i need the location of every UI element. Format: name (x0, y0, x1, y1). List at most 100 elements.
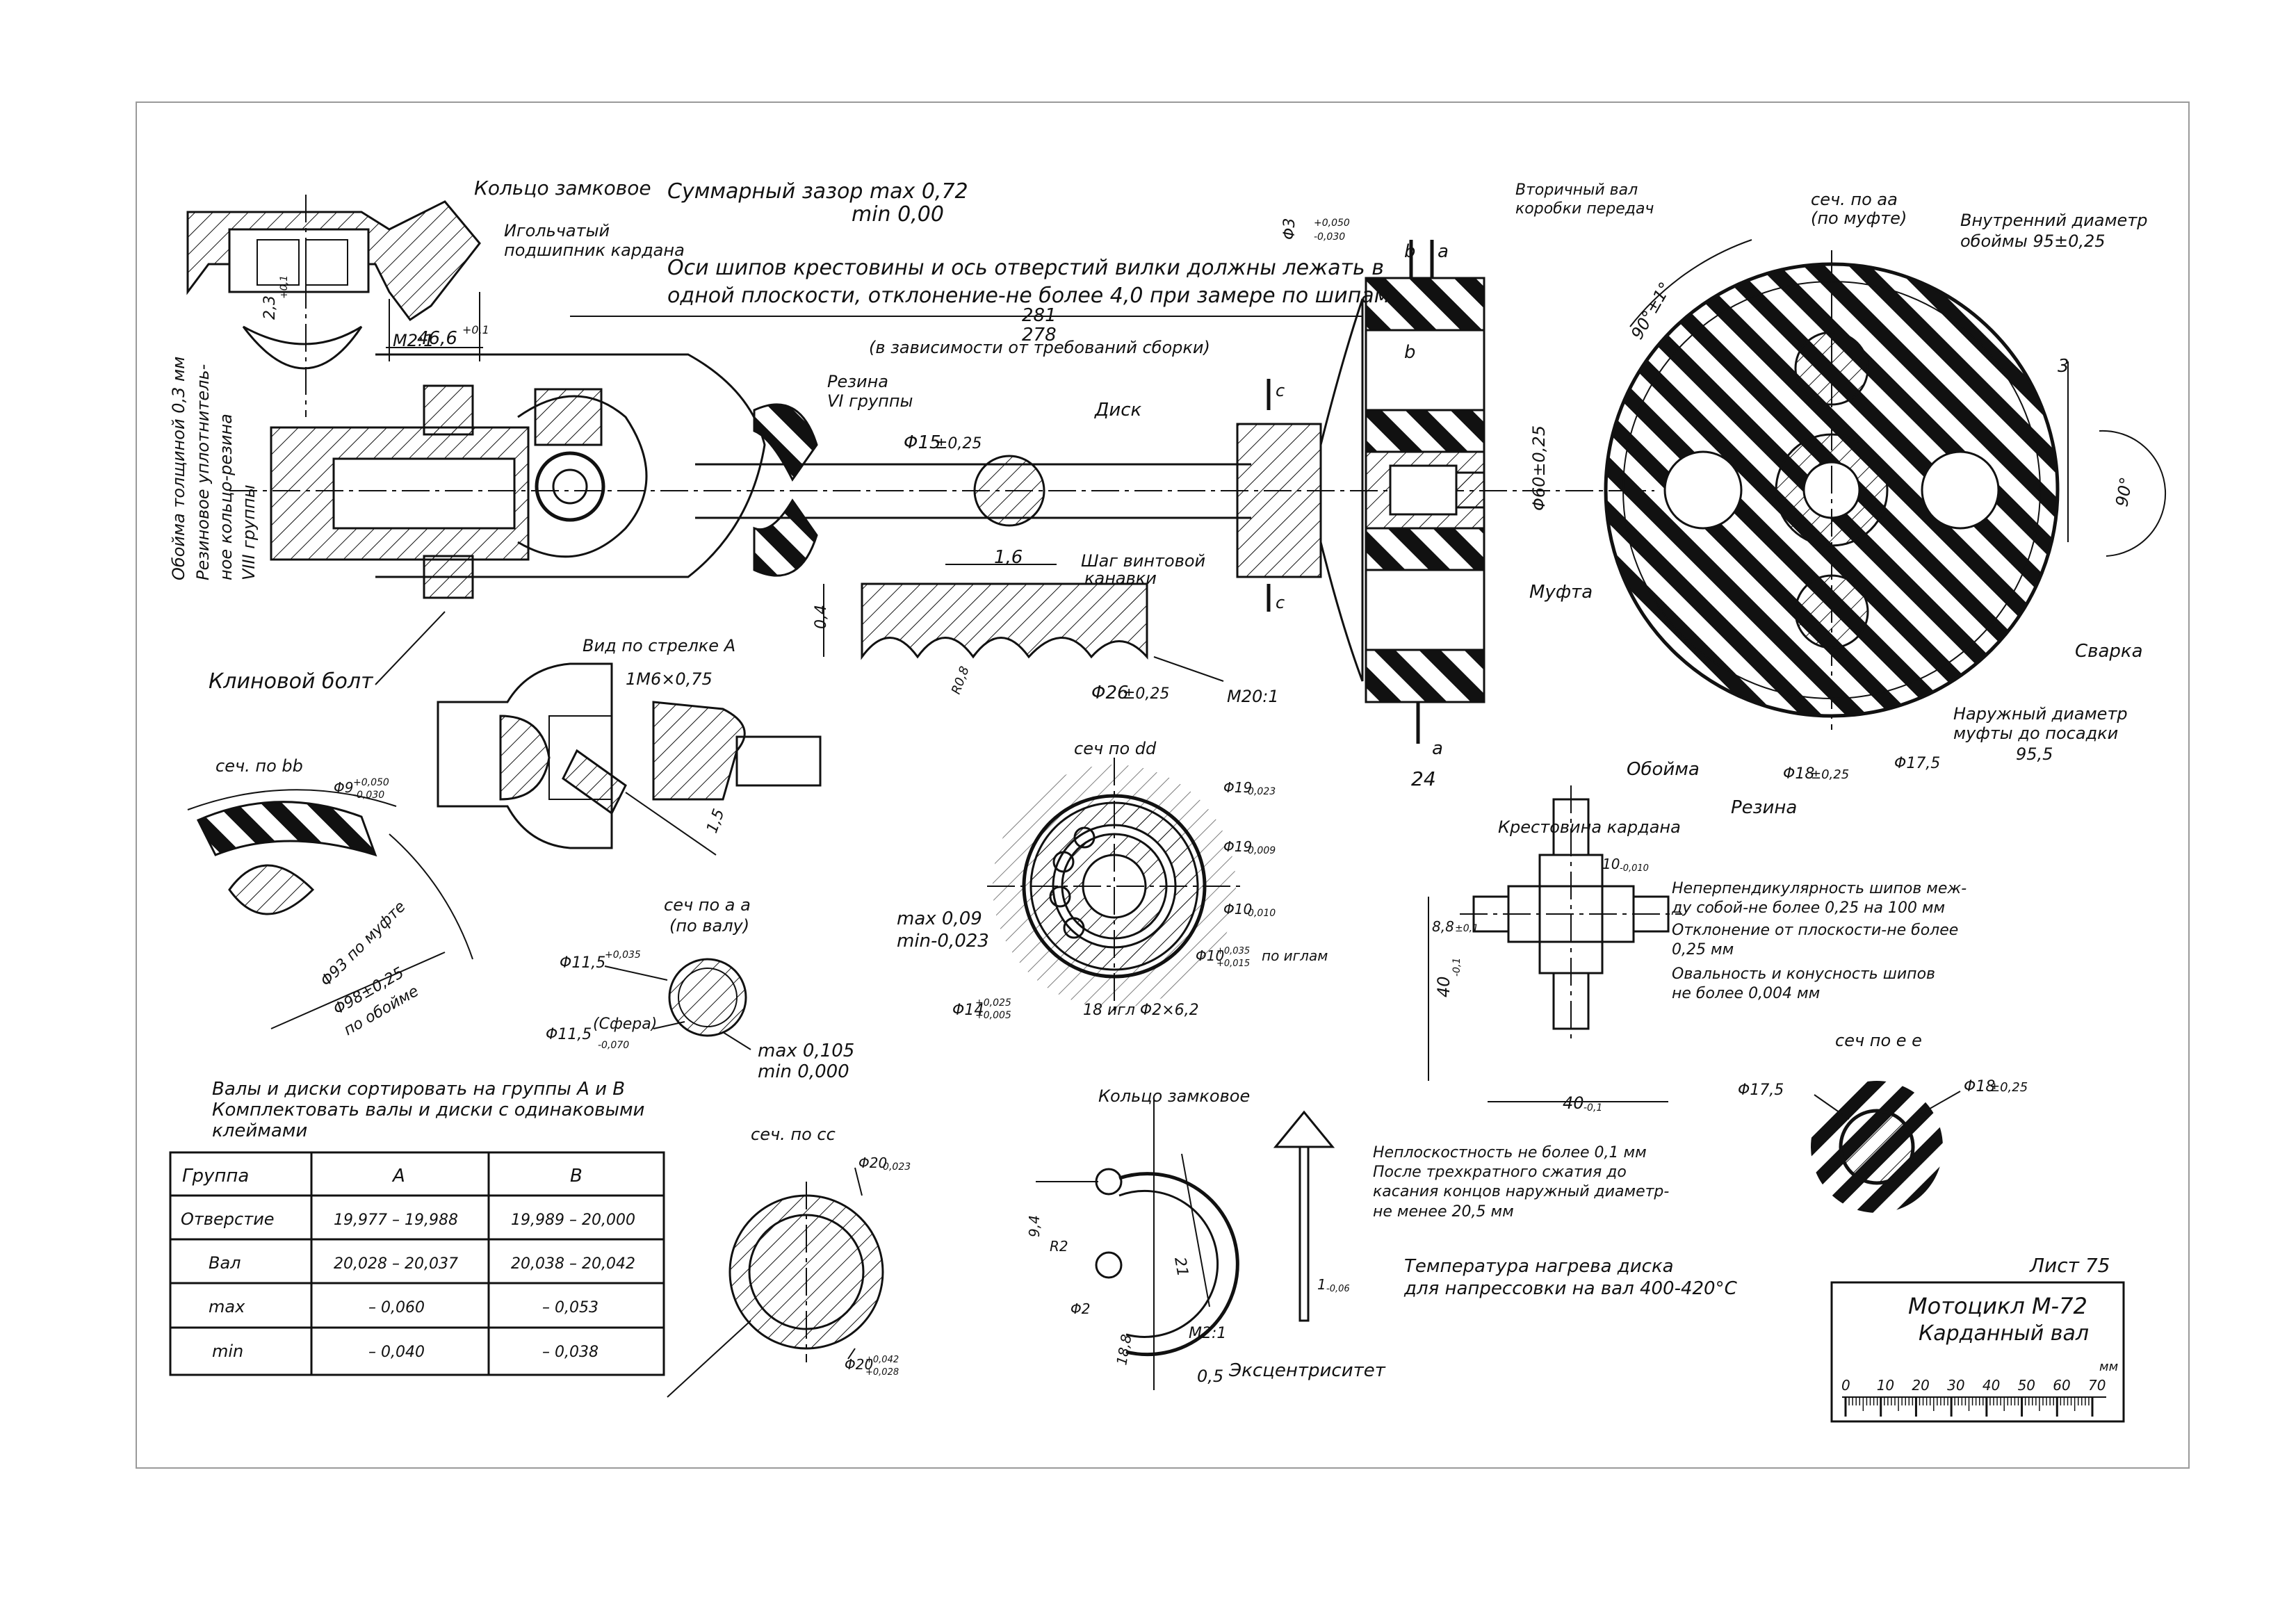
outer-diam-label-2: муфты до посадки (1953, 724, 2118, 743)
flat-note-2: После трехкратного сжатия до (1373, 1164, 1627, 1181)
ring-lock-label: Кольцо замковое (474, 177, 651, 199)
sort-note-2: Комплектовать валы и диски с одинаковыми (212, 1100, 644, 1120)
section-b-mark-mid: b (1404, 342, 1416, 363)
phi175b-label: Φ17,5 (1738, 1082, 1784, 1099)
table-header-b: В (570, 1166, 583, 1186)
groove-pitch-label-1: Шаг винтовой (1081, 551, 1205, 571)
groove-detail (823, 564, 1224, 682)
cross-note-3: Отклонение от плоскости-не более (1672, 922, 1958, 939)
phi20-023-tol: -0,023 (879, 1161, 911, 1173)
cross-note-4: 0,25 мм (1672, 941, 1734, 959)
flat-note-4: не менее 20,5 мм (1373, 1203, 1514, 1221)
lock-ring-label: Кольцо замковое (1098, 1086, 1250, 1106)
dim-466: 46,6 (417, 328, 457, 349)
dim-15: 1,5 (703, 807, 728, 835)
section-bb (187, 789, 473, 1029)
title-line-2: Карданный вал (1919, 1321, 2089, 1346)
phi10-needles-tol-up: +0,035 (1216, 946, 1250, 956)
drawing-frame (136, 101, 2190, 1469)
dim-10-tol: -0,010 (1620, 863, 1649, 874)
assembly-note: (в зависимости от требований сборки) (869, 338, 1210, 357)
section-dd-label: сеч по dd (1074, 739, 1157, 758)
ruler-tick-label: 70 (2088, 1377, 2106, 1394)
phi18-label: Φ18 (1783, 765, 1814, 783)
angle-90-label-2: 90° (2112, 475, 2136, 508)
table-row-max-a: – 0,060 (368, 1299, 425, 1316)
outer-diam-label-3: 95,5 (2016, 744, 2053, 764)
dim-1: 1 (1317, 1276, 1326, 1293)
phi18-tol: ±0,25 (1811, 767, 1849, 782)
thread-label: 1М6×0,75 (626, 669, 713, 689)
axes-note-1: Оси шипов крестовины и ось отверстий вил… (667, 256, 1384, 280)
flat-note-3: касания концов наружный диаметр- (1373, 1183, 1669, 1200)
phi115s-tol: -0,070 (598, 1040, 629, 1051)
bearing-detail (186, 195, 483, 417)
table-row-shaft-b: 20,038 – 20,042 (511, 1255, 635, 1273)
title-line-1: Мотоцикл М-72 (1908, 1293, 2087, 1319)
ruler-unit: мм (2099, 1360, 2118, 1374)
scale-m21: М2:1 (393, 331, 434, 350)
section-aa-shaft-label-2: (по валу) (669, 916, 749, 936)
view-a-label: Вид по стрелке А (583, 636, 735, 655)
phi3-tol-dn: -0,030 (1314, 231, 1345, 243)
lock-ring (1036, 1098, 1335, 1390)
rim-thickness-label: Обойма толщиной 0,3 мм (169, 357, 188, 580)
table-row-hole-b: 19,989 – 20,000 (511, 1212, 635, 1229)
section-dd (987, 758, 1244, 1015)
phi3-label: Φ3 (1281, 218, 1298, 240)
gap-label-1: Суммарный зазор max 0,72 (667, 179, 968, 204)
table-header-a: А (391, 1166, 405, 1186)
dim-88-tol: ±0,1 (1455, 923, 1479, 934)
needles-label: 18 игл Φ2×6,2 (1083, 1002, 1199, 1019)
section-a-mark-bottom: a (1432, 738, 1443, 759)
dim-23: 2,3 (261, 295, 279, 320)
phi115-label: Φ11,5 (560, 954, 605, 972)
phi19-009-label: Φ19 (1223, 838, 1252, 855)
dim-94: 9,4 (1026, 1215, 1043, 1237)
phi10-010-label: Φ10 (1223, 901, 1252, 917)
section-cc-label: сеч. по сс (751, 1125, 836, 1144)
ruler-tick-label: 60 (2053, 1377, 2070, 1394)
temp-note-1: Температура нагрева диска (1404, 1256, 1674, 1277)
phi14-label: Φ14 (952, 1002, 984, 1019)
table-row-max-b: – 0,053 (542, 1299, 599, 1316)
dim-23-tol: +0,1 (279, 275, 290, 299)
phi18b-label: Φ18 (1964, 1078, 1995, 1095)
wedge-bolt-label: Клиновой болт (209, 669, 374, 694)
inner-diam-label-2: обоймы 95±0,25 (1960, 231, 2106, 251)
dim-05: 0,5 (1197, 1367, 1223, 1386)
phi10-needles-label: Φ10 (1196, 947, 1224, 964)
flat-note-1: Неплоскостность не более 0,1 мм (1373, 1144, 1647, 1161)
table-row-shaft-label: Вал (209, 1253, 241, 1273)
dim-466-tol: +0,1 (462, 323, 489, 336)
phi19-023-tol: -0,023 (1244, 786, 1276, 797)
rubber-seal-label-2: ное кольцо-резина (216, 414, 236, 580)
dim-40-horizontal: 40 (1563, 1093, 1584, 1113)
dim-281: 281 (1022, 305, 1057, 326)
dim-16: 1,6 (994, 547, 1023, 568)
needle-bearing-label-2: подшипник кардана (504, 240, 685, 260)
phi115s-label: Φ11,5 (546, 1026, 592, 1043)
phi20-042-label: Φ20 (845, 1356, 873, 1373)
table-row-hole-label: Отверстие (181, 1209, 275, 1229)
group-table: Группа А В Отверстие 19,977 – 19,988 19,… (181, 1166, 635, 1361)
dim-phi15: Φ15 (904, 432, 941, 453)
scale-m21b: М2:1 (1189, 1325, 1226, 1342)
sort-note-3: клеймами (212, 1120, 307, 1141)
ruler-tick-label: 0 (1841, 1377, 1850, 1394)
phi26-label: Φ26 (1091, 683, 1129, 703)
section-c-mark-bottom: c (1276, 593, 1285, 612)
ruler-tick-label: 10 (1877, 1377, 1894, 1394)
phi175-label: Φ17,5 (1894, 755, 1940, 772)
coupling-label: Муфта (1529, 582, 1593, 603)
phi20-023-label: Φ20 (858, 1155, 887, 1171)
cross-note-1: Неперпендикулярность шипов меж- (1672, 880, 1967, 897)
dim-phi15-tol: ±0,25 (935, 435, 982, 452)
view-arrow-a (437, 662, 822, 856)
section-ee (1811, 1081, 1961, 1213)
ruler-tick-label: 30 (1947, 1377, 1964, 1394)
needle-bearing-label-1: Игольчатый (504, 221, 610, 240)
universal-joint-assembly (229, 240, 1654, 744)
table-row-max-label: max (209, 1297, 245, 1316)
dim-04: 0,4 (813, 605, 830, 629)
